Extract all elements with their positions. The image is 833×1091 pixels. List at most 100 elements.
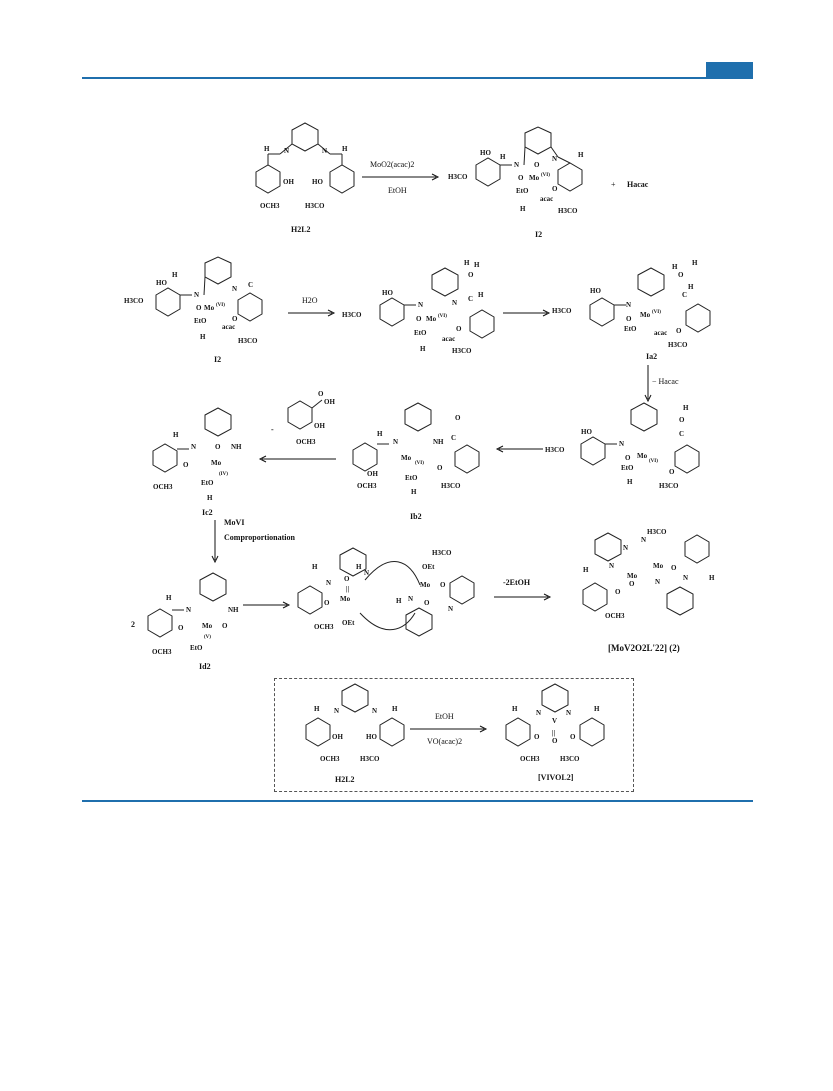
svg-text:N: N <box>641 536 646 544</box>
svg-text:acac: acac <box>540 195 553 203</box>
svg-text:O: O <box>196 304 202 312</box>
svg-text:acac: acac <box>222 323 235 331</box>
svg-text:O: O <box>552 737 558 745</box>
svg-text:(VI): (VI) <box>415 461 424 466</box>
svg-text:H: H <box>200 333 206 341</box>
svg-text:O: O <box>676 327 682 335</box>
svg-text:N: N <box>536 709 541 717</box>
svg-text:O: O <box>424 599 430 607</box>
svg-text:O: O <box>416 315 422 323</box>
svg-text:N: N <box>191 443 196 451</box>
svg-text:EtO: EtO <box>194 317 207 325</box>
svg-text:HO: HO <box>156 279 167 287</box>
svg-text:N: N <box>393 438 398 446</box>
svg-text:O: O <box>437 464 443 472</box>
svg-text:O: O <box>455 414 461 422</box>
reagent-comproportionation: Comproportionation <box>224 533 295 542</box>
svg-text:H: H <box>172 271 178 279</box>
reagent-etoh-row1: EtOH <box>388 186 407 195</box>
svg-text:H: H <box>709 574 715 582</box>
arrow-row3-left-2 <box>258 455 336 463</box>
svg-text:H: H <box>583 566 589 574</box>
svg-text:O: O <box>534 161 540 169</box>
arrow-down-hacac <box>644 365 652 403</box>
svg-text:H3CO: H3CO <box>441 482 461 490</box>
svg-text:OEt: OEt <box>422 563 435 571</box>
svg-text:Mo: Mo <box>211 459 222 467</box>
svg-text:O: O <box>232 315 238 323</box>
svg-text:Mo: Mo <box>340 595 351 603</box>
svg-text:N: N <box>452 299 457 307</box>
svg-text:OCH3: OCH3 <box>153 483 173 491</box>
svg-text:EtO: EtO <box>621 464 634 472</box>
svg-text:H: H <box>478 291 484 299</box>
svg-text:OCH3: OCH3 <box>520 755 540 763</box>
svg-text:NH: NH <box>433 438 444 446</box>
svg-text:H3CO: H3CO <box>124 297 144 305</box>
svg-text:O: O <box>534 733 540 741</box>
svg-text:V: V <box>552 717 557 725</box>
svg-text:OEt: OEt <box>342 619 355 627</box>
svg-text:O: O <box>669 468 675 476</box>
arrow-down-comproportionation <box>211 520 219 564</box>
svg-text:O: O <box>178 624 184 632</box>
arrow-box <box>410 725 488 733</box>
label-ia2: Ia2 <box>646 352 658 361</box>
svg-text:O: O <box>626 315 632 323</box>
svg-text:O: O <box>222 622 228 630</box>
svg-text:OCH3: OCH3 <box>260 202 280 210</box>
svg-text:C: C <box>468 295 473 303</box>
svg-text:(IV): (IV) <box>219 472 228 477</box>
svg-text:N: N <box>326 579 331 587</box>
reagent-voacac2-box: VO(acac)2 <box>427 737 463 746</box>
arrow-row3-left-1 <box>495 445 543 453</box>
svg-text:O: O <box>456 325 462 333</box>
svg-text:Mo: Mo <box>420 581 431 589</box>
svg-text:N: N <box>186 606 191 614</box>
svg-text:N: N <box>322 147 327 155</box>
svg-text:H: H <box>578 151 584 159</box>
reagent-mo-vi: MoVI <box>224 518 245 527</box>
svg-text:||: || <box>346 585 350 593</box>
svg-text:N: N <box>619 440 624 448</box>
svg-text:O: O <box>671 564 677 572</box>
svg-text:N: N <box>418 301 423 309</box>
svg-text:N: N <box>232 285 237 293</box>
label-i2-product: I2 <box>535 230 543 239</box>
svg-text:Mo: Mo <box>627 572 638 580</box>
svg-text:HO: HO <box>312 178 323 186</box>
svg-text:H: H <box>692 259 698 267</box>
svg-text:H: H <box>411 488 417 496</box>
svg-text:H: H <box>396 597 402 605</box>
svg-text:H3CO: H3CO <box>668 341 688 349</box>
svg-text:N: N <box>334 707 339 715</box>
svg-text:N: N <box>514 161 519 169</box>
svg-text:O: O <box>518 174 524 182</box>
svg-text:OH: OH <box>324 398 335 406</box>
svg-text:H: H <box>392 705 398 713</box>
svg-text:H3CO: H3CO <box>342 311 362 319</box>
svg-text:Mo: Mo <box>653 562 664 570</box>
svg-text:H: H <box>512 705 518 713</box>
svg-text:(VI): (VI) <box>649 459 658 464</box>
svg-text:O: O <box>570 733 576 741</box>
svg-text:O: O <box>318 390 324 398</box>
svg-text:(VI): (VI) <box>216 303 225 308</box>
svg-text:OH: OH <box>283 178 294 186</box>
svg-text:HO: HO <box>581 428 592 436</box>
svg-text:O: O <box>324 599 330 607</box>
svg-text:N: N <box>194 291 199 299</box>
svg-text:O: O <box>615 588 621 596</box>
svg-text:Mo: Mo <box>204 304 215 312</box>
svg-text:acac: acac <box>442 335 455 343</box>
svg-text:H: H <box>520 205 526 213</box>
